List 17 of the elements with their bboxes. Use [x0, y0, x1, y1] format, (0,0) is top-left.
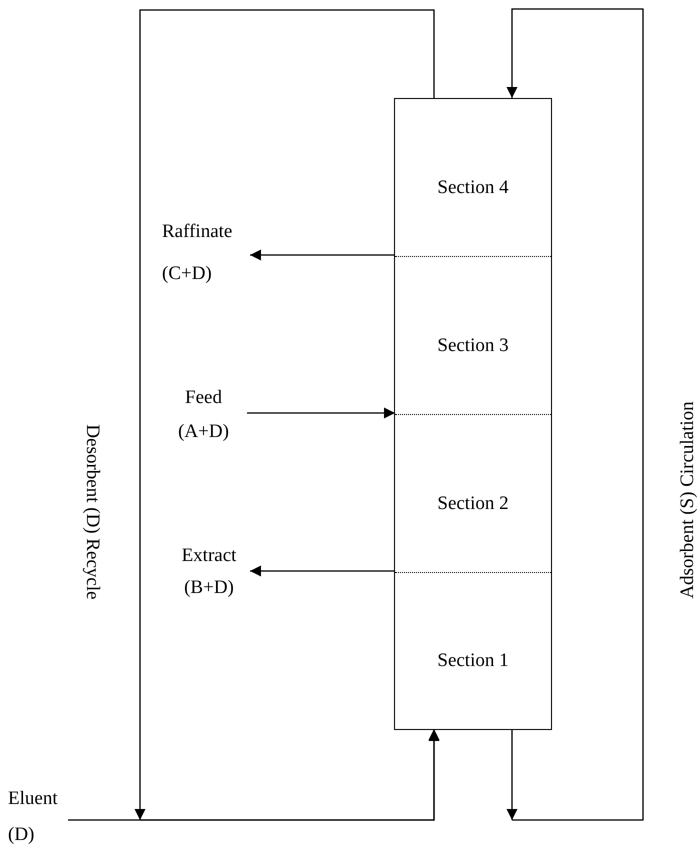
- edge-label: Desorbent (D) Recycle: [81, 424, 103, 600]
- arrow: [250, 566, 395, 576]
- column-box: [394, 98, 552, 730]
- column-section: Section 3: [395, 256, 551, 414]
- stream-label: Raffinate (C+D): [162, 221, 250, 285]
- arrow: [506, 8, 644, 821]
- stream-label: Eluent (D): [8, 788, 68, 846]
- stream-label: Feed (A+D): [160, 387, 247, 443]
- arrow: [134, 9, 440, 821]
- column-section: Section 4: [395, 99, 551, 256]
- edge-label: Adsorbent (S) Circulation: [677, 401, 699, 599]
- stream-label: Extract (B+D): [168, 545, 250, 599]
- arrow: [250, 250, 395, 260]
- arrow: [247, 408, 395, 418]
- column-section: Section 2: [395, 414, 551, 572]
- column-section: Section 1: [395, 572, 551, 729]
- arrow: [68, 729, 440, 821]
